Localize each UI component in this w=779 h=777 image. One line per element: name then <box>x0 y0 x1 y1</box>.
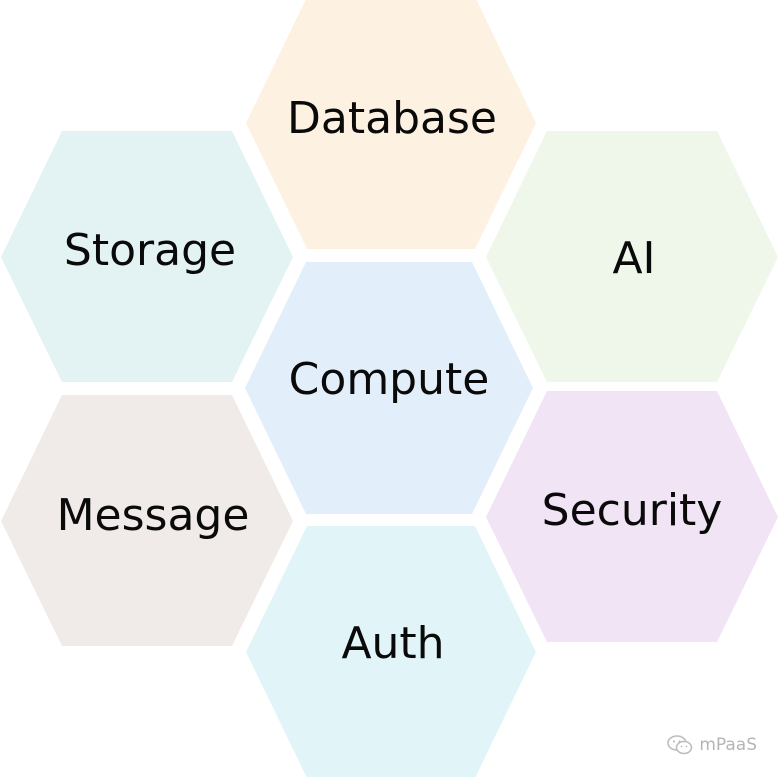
watermark-text: mPaaS <box>699 735 757 755</box>
hex-security-label: Security <box>542 485 723 536</box>
hex-auth-label: Auth <box>341 618 444 669</box>
hex-storage: Storage <box>1 131 293 382</box>
hex-auth-shape <box>246 526 536 777</box>
watermark: mPaaS <box>667 735 757 755</box>
hex-database-shape <box>246 0 536 249</box>
hex-security: Security <box>486 391 778 642</box>
hex-message-label: Message <box>57 490 250 541</box>
hex-compute: Compute <box>245 262 533 514</box>
hex-message-shape <box>1 395 293 646</box>
hex-ai: AI <box>486 131 778 382</box>
hex-storage-shape <box>1 131 293 382</box>
hex-security-shape <box>486 391 778 642</box>
hex-compute-label: Compute <box>289 354 490 405</box>
hex-auth: Auth <box>246 526 536 777</box>
hex-message: Message <box>1 395 293 646</box>
hex-compute-shape <box>245 262 533 514</box>
hex-storage-label: Storage <box>64 225 236 276</box>
hex-ai-label: AI <box>612 233 655 284</box>
wechat-icon <box>667 735 693 755</box>
hex-database: Database <box>246 0 536 249</box>
hex-ai-shape <box>486 131 778 382</box>
hex-database-label: Database <box>287 93 497 144</box>
